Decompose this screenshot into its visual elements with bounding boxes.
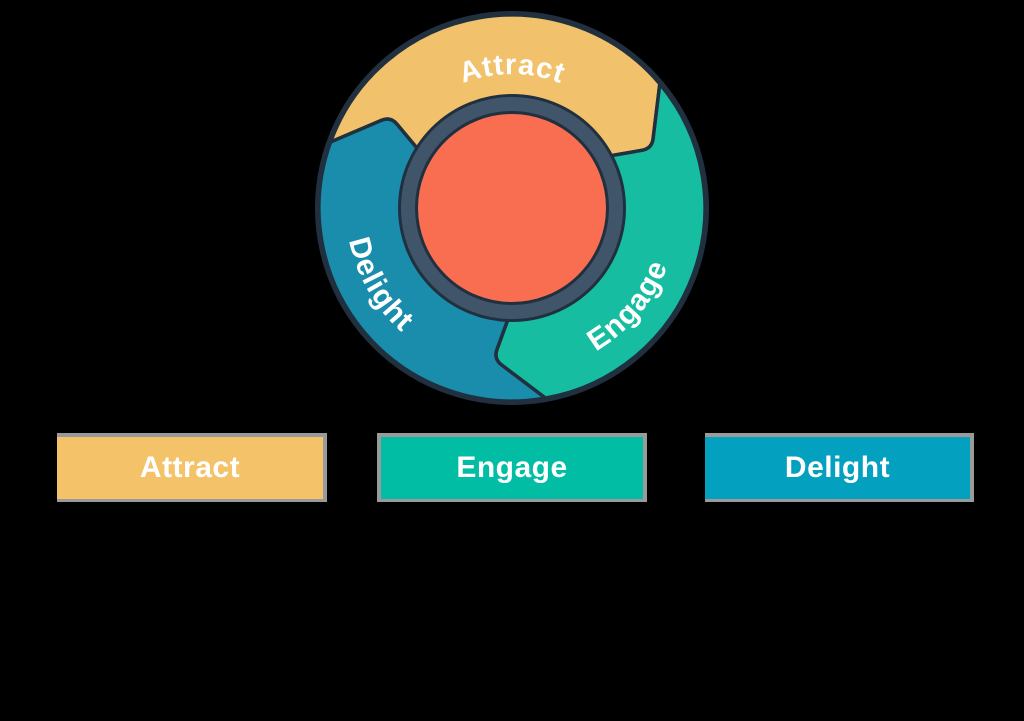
flywheel-svg: Attract Engage Delight	[315, 11, 709, 405]
legend-attract-label: Attract	[139, 451, 241, 484]
legend-engage-label: Engage	[456, 451, 568, 484]
legend-attract: Attract	[57, 433, 327, 502]
flywheel-hub	[415, 111, 609, 305]
legend-delight-label: Delight	[784, 451, 891, 484]
flywheel-outer-rim	[315, 11, 709, 405]
legend-engage: Engage	[377, 433, 647, 502]
flywheel-diagram: Attract Engage Delight	[302, 0, 722, 418]
legend-delight: Delight	[705, 433, 974, 502]
